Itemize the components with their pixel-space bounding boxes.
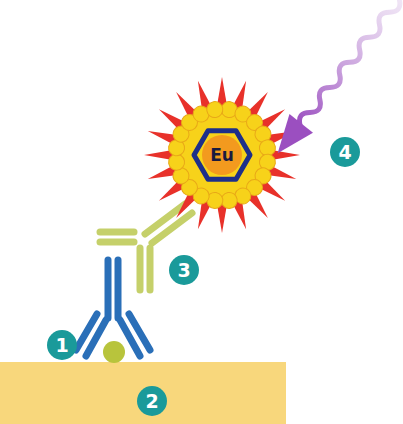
callout-number: 1 (44, 330, 80, 360)
callout-circles (47, 137, 360, 416)
antigen (103, 341, 125, 363)
element-symbol: Eu (204, 140, 240, 170)
callout-number: 3 (166, 255, 202, 285)
callout-number: 2 (134, 386, 170, 416)
excitation-light (266, 0, 403, 163)
solid-surface (0, 362, 286, 424)
europium-chelate (144, 77, 300, 233)
callout-number: 4 (327, 137, 363, 167)
